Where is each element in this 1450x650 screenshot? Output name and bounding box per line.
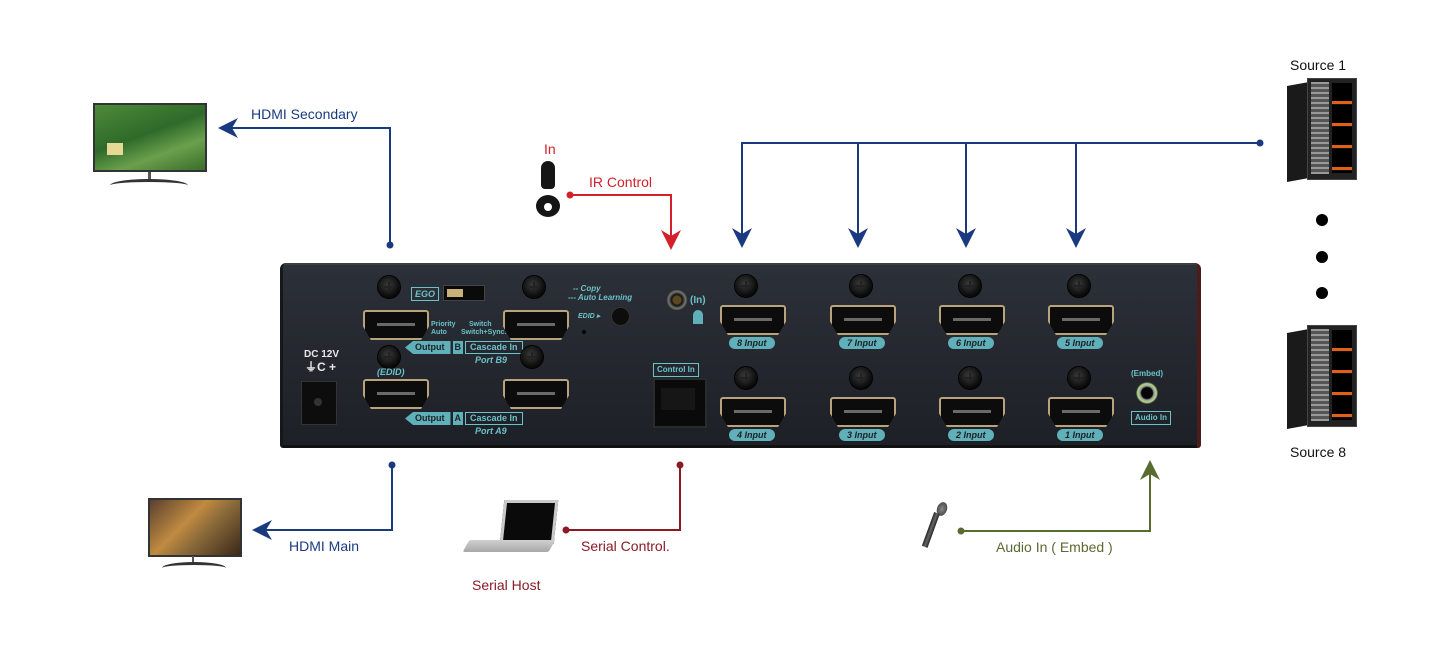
edid-led bbox=[582, 330, 586, 334]
embed-label: (Embed) bbox=[1131, 369, 1163, 378]
mode-switch-label: Switch bbox=[469, 321, 492, 328]
hdmi-input-1-port[interactable] bbox=[1048, 397, 1114, 427]
source-1-tower bbox=[1287, 78, 1357, 186]
input-1-label: 1 Input bbox=[1057, 429, 1103, 441]
ir-in-jack[interactable] bbox=[666, 289, 688, 311]
dc-power-jack[interactable] bbox=[301, 381, 337, 425]
dc-polarity-icon: ⏚C + bbox=[305, 360, 337, 374]
cascade-in-a-label: Cascade In bbox=[465, 412, 523, 425]
screw bbox=[1068, 275, 1090, 297]
hdmi-cascade-b9-port[interactable] bbox=[503, 310, 569, 340]
hdmi-input-3-port[interactable] bbox=[830, 397, 896, 427]
audio-in-label: Audio In bbox=[1131, 411, 1171, 425]
serial-host-label: Serial Host bbox=[472, 577, 541, 593]
laptop-keyboard-icon bbox=[462, 540, 556, 552]
hdmi-output-b-port[interactable] bbox=[363, 310, 429, 340]
cascade-in-b-label: Cascade In bbox=[465, 341, 523, 354]
input-2-label: 2 Input bbox=[948, 429, 994, 441]
mode-auto-label: Auto bbox=[431, 329, 447, 336]
main-monitor-stand bbox=[192, 556, 194, 564]
screw bbox=[850, 275, 872, 297]
hdmi-input-8-port[interactable] bbox=[720, 305, 786, 335]
port-b9-label: Port B9 bbox=[475, 355, 508, 365]
hdmi-main-line bbox=[252, 461, 396, 540]
port-a9-label: Port A9 bbox=[475, 426, 507, 436]
dc-label: DC 12V bbox=[304, 349, 340, 360]
hdmi-input-5-port[interactable] bbox=[1048, 305, 1114, 335]
hdmi-main-label: HDMI Main bbox=[289, 538, 360, 554]
source-bus-line bbox=[732, 139, 1264, 248]
screw bbox=[850, 367, 872, 389]
mode-priority-label: Priority bbox=[431, 321, 456, 328]
ir-receiver-icon bbox=[541, 161, 555, 189]
mode-switch-sync-label: Switch+Sync. bbox=[461, 329, 507, 336]
input-8-label: 8 Input bbox=[729, 337, 775, 349]
screw bbox=[959, 275, 981, 297]
input-7-label: 7 Input bbox=[839, 337, 885, 349]
hdmi-cascade-a9-port[interactable] bbox=[503, 379, 569, 409]
hdmi-output-a-port[interactable] bbox=[363, 379, 429, 409]
screw bbox=[735, 275, 757, 297]
source-8-tower bbox=[1287, 325, 1357, 433]
ir-control-label: IR Control bbox=[589, 174, 653, 190]
screw bbox=[735, 367, 757, 389]
source-1-label: Source 1 bbox=[1290, 57, 1347, 73]
secondary-monitor-stand bbox=[148, 172, 151, 182]
hdmi-input-7-port[interactable] bbox=[830, 305, 896, 335]
input-4-label: 4 Input bbox=[729, 429, 775, 441]
output-a-label: Output bbox=[405, 412, 451, 425]
input-6-label: 6 Input bbox=[948, 337, 994, 349]
hdmi-input-6-port[interactable] bbox=[939, 305, 1005, 335]
audio-in-line bbox=[957, 460, 1160, 535]
monitor-hut-image bbox=[107, 143, 123, 155]
ir-in-jack-label: (In) bbox=[690, 295, 706, 306]
hdmi-input-2-port[interactable] bbox=[939, 397, 1005, 427]
ir-control-line bbox=[566, 191, 681, 250]
edid-label: (EDID) bbox=[377, 367, 405, 377]
secondary-monitor bbox=[93, 103, 207, 172]
serial-control-line bbox=[562, 461, 684, 534]
hdmi-input-4-port[interactable] bbox=[720, 397, 786, 427]
screw bbox=[523, 276, 545, 298]
ego-label: EGO bbox=[411, 287, 440, 301]
copy-label: -- Copy bbox=[573, 284, 601, 293]
ellipsis-dot-1 bbox=[1316, 214, 1328, 226]
hdmi-secondary-line bbox=[218, 118, 394, 249]
edid-button[interactable] bbox=[611, 307, 630, 326]
edid-button-label: EDID ▸ bbox=[578, 313, 601, 320]
secondary-monitor-base bbox=[110, 179, 188, 192]
port-b-letter: B bbox=[452, 341, 463, 354]
mode-switch[interactable] bbox=[443, 285, 485, 301]
audio-in-jack[interactable] bbox=[1136, 382, 1158, 404]
ir-receiver-base-icon bbox=[536, 195, 560, 217]
screw bbox=[521, 346, 543, 368]
ellipsis-dot-3 bbox=[1316, 287, 1328, 299]
screw bbox=[378, 346, 400, 368]
input-3-label: 3 Input bbox=[839, 429, 885, 441]
auto-learning-label: --- Auto Learning bbox=[568, 293, 633, 302]
ir-sensor-icon bbox=[693, 310, 703, 324]
screw bbox=[378, 276, 400, 298]
port-b-label: Output B Cascade In bbox=[405, 341, 523, 354]
audio-in-embed-label: Audio In ( Embed ) bbox=[996, 539, 1113, 555]
serial-control-label: Serial Control. bbox=[581, 538, 670, 554]
main-monitor bbox=[148, 498, 242, 557]
control-in-label: Control In bbox=[653, 363, 699, 377]
main-monitor-base bbox=[162, 562, 226, 574]
output-b-label: Output bbox=[405, 341, 451, 354]
screw bbox=[959, 367, 981, 389]
hdmi-switch-device: DC 12V ⏚C + EGO Priority Auto Switch Swi… bbox=[280, 263, 1201, 448]
port-a-label: Output A Cascade In bbox=[405, 412, 523, 425]
input-5-label: 5 Input bbox=[1057, 337, 1103, 349]
ellipsis-dot-2 bbox=[1316, 251, 1328, 263]
port-a-letter: A bbox=[452, 412, 463, 425]
screw bbox=[1068, 367, 1090, 389]
control-in-rj45-port[interactable] bbox=[653, 378, 707, 428]
source-8-label: Source 8 bbox=[1290, 444, 1347, 460]
hdmi-secondary-label: HDMI Secondary bbox=[251, 106, 358, 122]
ir-in-label: In bbox=[544, 141, 556, 157]
serial-host-laptop-icon bbox=[499, 500, 559, 544]
